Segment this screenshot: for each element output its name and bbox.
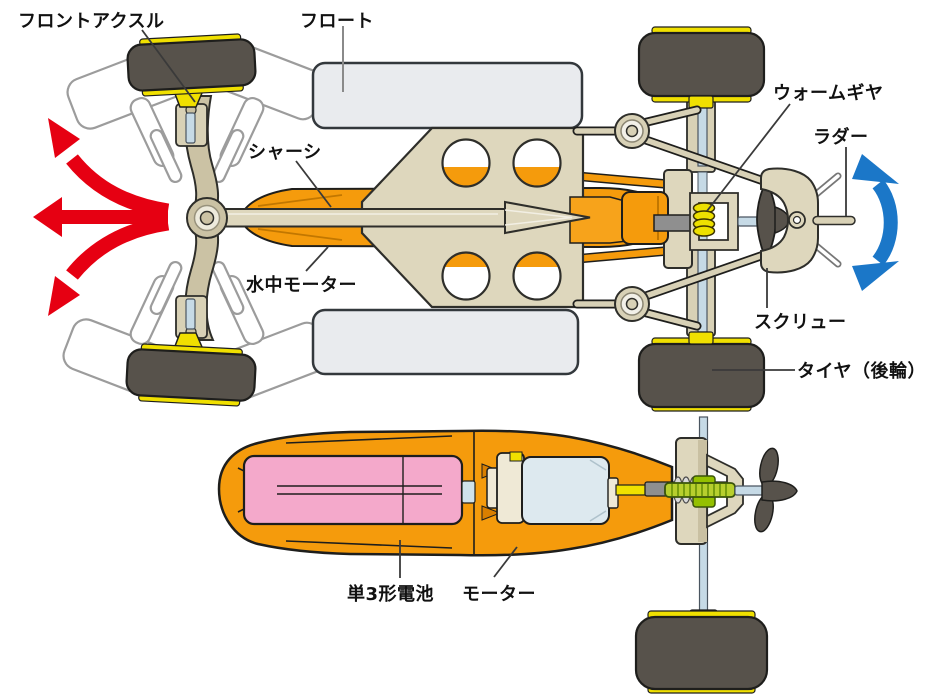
tire xyxy=(126,38,257,92)
red-arrow-lower-head-icon xyxy=(48,276,80,316)
motor-shading xyxy=(589,459,607,522)
rear-wheel-bottom xyxy=(637,331,766,412)
label-screw: スクリュー xyxy=(754,312,847,333)
side-view xyxy=(217,416,798,694)
leader-lines xyxy=(141,26,847,578)
label-float: フロート xyxy=(300,11,374,32)
rear-gearbox-top-view xyxy=(621,167,856,274)
clamp-wedge xyxy=(481,505,502,521)
tire xyxy=(125,348,257,402)
motor-tab xyxy=(509,451,523,462)
rudder-pivot-hole xyxy=(792,215,802,225)
beam-highlight xyxy=(212,209,573,226)
electric-motor xyxy=(521,456,610,525)
rudder-rod xyxy=(812,215,856,226)
red-arrow-lower-curve-icon xyxy=(66,215,170,280)
motor-endbell xyxy=(496,452,525,524)
aa-battery xyxy=(242,454,464,526)
rear-hub-bottom xyxy=(614,286,650,322)
tire xyxy=(637,342,766,409)
wheel-hub xyxy=(688,95,714,109)
leader-motor xyxy=(493,546,518,578)
steering-pivot xyxy=(186,197,228,239)
labels: フロントアクスル フロート シャーシ 水中モーター ウォームギヤ ラダー スクリ… xyxy=(18,11,926,605)
red-arrow-left-icon xyxy=(33,197,168,237)
front-kingpin-top xyxy=(175,103,208,147)
blue-arrow-arc-icon xyxy=(872,179,898,266)
leader-front-axle xyxy=(141,29,196,103)
label-motor: モーター xyxy=(462,584,536,605)
ghost-pin-icon xyxy=(149,128,183,184)
tire xyxy=(637,31,766,98)
rudder-direction-arrow xyxy=(852,154,899,291)
steering-direction-arrows xyxy=(33,118,170,316)
arm-fill xyxy=(574,107,778,329)
beam-spear-tip xyxy=(504,200,591,235)
label-rear-tire: タイヤ（後輪） xyxy=(797,360,926,382)
blue-arrow-upper-head-icon xyxy=(852,154,899,184)
kingpin-shaft xyxy=(185,112,196,144)
propeller-shaft-side xyxy=(734,485,764,496)
red-arrow-upper-head-icon xyxy=(48,118,80,158)
red-arrow-upper-curve-icon xyxy=(66,154,170,219)
front-wheel-top xyxy=(126,33,257,97)
tire xyxy=(634,615,769,691)
ghost-pin-icon xyxy=(211,260,245,316)
label-underwater-motor: 水中モーター xyxy=(246,274,357,296)
screw-propeller-side xyxy=(754,447,798,533)
leader-chassis xyxy=(295,160,332,208)
rear-axle-shaft-bottom xyxy=(697,245,708,333)
rear-wheel-top xyxy=(637,26,766,109)
label-worm-gear: ウォームギヤ xyxy=(773,83,883,104)
leader-underwater-motor xyxy=(305,246,329,272)
motor-output-shaft xyxy=(615,484,649,496)
label-aa-battery: 単3形電池 xyxy=(347,583,434,605)
battery-detail-lines xyxy=(277,457,442,523)
chassis-rear-arms xyxy=(572,105,780,331)
kingpin-shaft xyxy=(185,298,196,330)
blue-arrow-lower-head-icon xyxy=(852,261,899,291)
crown-gear-band xyxy=(664,482,736,498)
front-kingpin-bottom xyxy=(175,295,208,339)
battery-terminal xyxy=(461,480,476,504)
label-front-axle: フロントアクスル xyxy=(18,11,165,32)
front-wheel-bottom xyxy=(125,343,257,407)
rear-wheel-side xyxy=(634,610,769,694)
worm-gear-part xyxy=(692,202,716,237)
motor-clamp-rail-top xyxy=(574,171,679,190)
motor-clamp-rail-bottom xyxy=(574,245,679,264)
label-chassis: シャーシ xyxy=(248,142,322,163)
wheel-hub xyxy=(688,331,714,345)
float-top xyxy=(311,61,584,130)
ghost-pin-icon xyxy=(149,260,183,316)
label-rudder: ラダー xyxy=(813,126,869,148)
float-bottom xyxy=(311,308,580,376)
leader-worm-gear xyxy=(706,103,791,212)
rear-hub-top xyxy=(614,113,650,149)
pod-detail-lines xyxy=(257,194,343,241)
gear-teeth-ticks xyxy=(671,484,727,496)
